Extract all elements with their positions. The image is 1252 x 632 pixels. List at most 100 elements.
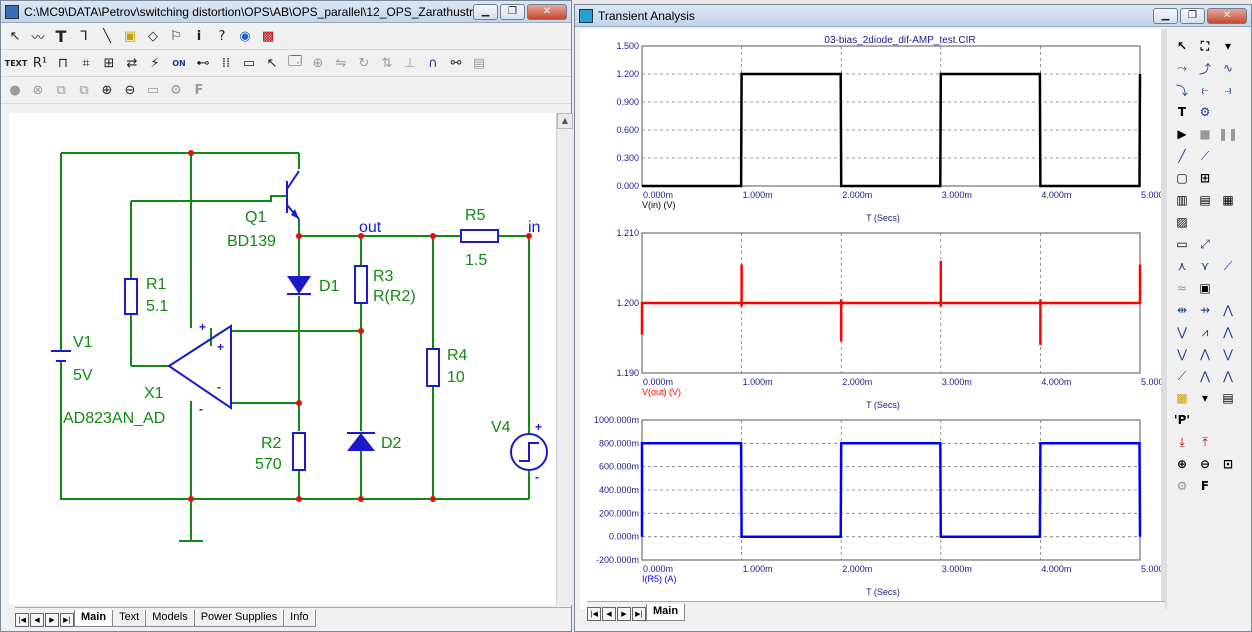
list-icon[interactable]: ▤ <box>1222 391 1234 405</box>
paste-icon[interactable]: ⧉ <box>79 82 89 98</box>
next-point-icon[interactable]: ⇹ <box>1176 303 1188 317</box>
properties-icon[interactable]: 🗔 <box>287 54 303 69</box>
wire-tool-icon[interactable]: 〰 <box>31 30 45 46</box>
border-icon[interactable]: ▭ <box>242 55 256 71</box>
cursor-right-icon[interactable]: ⤒ <box>1202 434 1208 449</box>
find-icon[interactable]: ∩ <box>428 55 438 71</box>
fine-grid-icon[interactable]: ▦ <box>1222 193 1234 207</box>
maximize-button[interactable]: ❐ <box>500 3 525 20</box>
analysis-tab-first-icon[interactable]: |◀ <box>587 607 601 621</box>
inflection-icon[interactable]: ⋁ <box>1177 347 1187 361</box>
bottom-icon[interactable]: ⋀ <box>1200 369 1210 383</box>
attribute-icon[interactable]: R¹ <box>32 55 48 71</box>
top-icon[interactable]: ⟋ <box>1177 368 1187 383</box>
analysis-minimize-button[interactable]: ▁ <box>1153 7 1178 24</box>
pointer-icon[interactable]: ↖ <box>266 55 278 71</box>
analysis-maximize-button[interactable]: ❐ <box>1180 7 1205 24</box>
mirror-icon[interactable]: ⇋ <box>335 55 347 71</box>
line-tool-icon[interactable]: ╱ <box>1178 149 1186 163</box>
zoom-out-icon[interactable]: ⊖ <box>124 82 136 98</box>
palette-dropdown-icon[interactable]: ▾ <box>1201 391 1209 405</box>
flag-icon[interactable]: ⚐ <box>170 28 182 44</box>
copy-icon[interactable]: ⧉ <box>56 82 66 98</box>
tab-info[interactable]: Info <box>283 610 316 627</box>
binoculars-icon[interactable]: ⚯ <box>450 55 462 71</box>
rotate-icon[interactable]: ↻ <box>358 55 370 71</box>
pin-icon[interactable]: ⊓ <box>57 55 69 71</box>
major-grid-icon[interactable]: ▤ <box>1199 193 1211 207</box>
settings-right-icon[interactable]: ⚙ <box>1176 479 1188 493</box>
curve-tool-4-icon[interactable]: ⤵ <box>1175 83 1188 98</box>
text-toggle-icon[interactable]: TEXT <box>4 58 28 68</box>
peak-right-icon[interactable]: ⋀ <box>1223 303 1233 317</box>
info-icon[interactable]: i <box>196 28 202 44</box>
tab-power-supplies[interactable]: Power Supplies <box>193 610 285 627</box>
select-mode-icon[interactable]: ↖ <box>1176 39 1188 53</box>
high-icon[interactable]: ⋀ <box>1223 325 1233 339</box>
ortho-wire-icon[interactable]: ⅂ <box>80 28 88 44</box>
stop-icon[interactable]: ● <box>9 82 21 98</box>
grid-icon[interactable]: ⁞⁞ <box>221 55 231 71</box>
global-low-icon[interactable]: ⋁ <box>1223 347 1233 361</box>
cursor-left-icon[interactable]: ⤓ <box>1179 434 1185 449</box>
properties-right-icon[interactable]: ⚙ <box>1199 105 1211 119</box>
step-icon[interactable]: ⊥ <box>404 55 416 71</box>
pin-connection-icon[interactable]: ⊷ <box>196 55 210 71</box>
tracker-icon[interactable]: ⤢ <box>1200 236 1210 251</box>
run-icon[interactable]: ▶ <box>1177 127 1187 141</box>
dropdown-icon[interactable]: ▾ <box>1224 39 1232 53</box>
font-icon[interactable]: F <box>194 82 204 98</box>
close-button[interactable]: ✕ <box>527 3 567 20</box>
current-flow-icon[interactable]: ⇄ <box>126 55 138 71</box>
separate-plots-icon[interactable]: ▭ <box>1176 237 1188 251</box>
power-flow-icon[interactable]: ⚡ <box>150 55 160 71</box>
text-tool-right-icon[interactable]: T <box>1177 105 1187 119</box>
node-select-icon[interactable]: ⛶ <box>1200 38 1210 53</box>
analysis-tab-prev-icon[interactable]: ◀ <box>602 607 616 621</box>
tab-next-icon[interactable]: ▶ <box>45 613 59 627</box>
line-tool-2-icon[interactable]: ⟋ <box>1200 148 1210 163</box>
grid-text-icon[interactable]: ⌗ <box>82 55 90 71</box>
probe-icon[interactable]: ▩ <box>261 28 275 44</box>
zoom-in-right-icon[interactable]: ⊕ <box>1176 457 1188 471</box>
diagonal-wire-icon[interactable]: ╲ <box>103 28 111 44</box>
pause-icon[interactable]: ❚❚ <box>1217 127 1239 141</box>
scale-icon[interactable]: ▣ <box>1199 281 1211 295</box>
curve-tool-5-icon[interactable]: ⥼ <box>1201 82 1209 97</box>
analysis-titlebar[interactable]: Transient Analysis ▁ ❐ ✕ <box>575 5 1251 27</box>
analysis-tab-main[interactable]: Main <box>646 604 686 621</box>
on-toggle-icon[interactable]: ON <box>172 58 186 68</box>
waveform-icon[interactable]: ≈ <box>1176 281 1188 295</box>
shape-tool-icon[interactable]: ◇ <box>148 28 158 44</box>
component-tool-icon[interactable]: ▣ <box>123 28 137 44</box>
analysis-close-button[interactable]: ✕ <box>1207 7 1247 24</box>
curve-tool-6-icon[interactable]: ⥽ <box>1224 82 1232 97</box>
settings-icon[interactable]: ⚙ <box>170 82 182 98</box>
schematic-canvas[interactable]: V1 5V R1 5.1 X1 AD823AN_AD Q1 BD139 D1 R… <box>9 113 556 605</box>
text-tool-icon[interactable]: T <box>55 26 67 46</box>
analysis-tab-last-icon[interactable]: ▶| <box>632 607 646 621</box>
slope-icon[interactable]: ⟋ <box>1223 258 1233 273</box>
tab-main[interactable]: Main <box>74 610 114 627</box>
schematic-vscrollbar[interactable]: ▲ <box>556 113 573 605</box>
frame-icon[interactable]: ▢ <box>1176 171 1188 185</box>
folder-icon[interactable]: ▭ <box>146 82 160 98</box>
tab-prev-icon[interactable]: ◀ <box>30 613 44 627</box>
align-icon[interactable]: ⊕ <box>312 55 324 71</box>
tab-first-icon[interactable]: |◀ <box>15 613 29 627</box>
next-interp-icon[interactable]: ⇸ <box>1199 303 1211 317</box>
globe-icon[interactable]: ◉ <box>239 28 251 44</box>
plot-vscrollbar[interactable] <box>1161 29 1167 609</box>
tab-models[interactable]: Models <box>145 610 195 627</box>
schematic-titlebar[interactable]: C:\MC9\DATA\Petrov\switching distortion\… <box>1 1 571 23</box>
period-icon[interactable]: ⋀ <box>1223 369 1233 383</box>
peak-icon[interactable]: ⋏ <box>1177 259 1187 273</box>
flip-icon[interactable]: ⇅ <box>381 55 393 71</box>
clipboard-icon[interactable]: ▤ <box>472 55 486 71</box>
minimize-button[interactable]: ▁ <box>473 3 498 20</box>
analysis-tab-next-icon[interactable]: ▶ <box>617 607 631 621</box>
label-p-icon[interactable]: 'P' <box>1173 413 1191 427</box>
stop-run-icon[interactable]: ■ <box>1199 127 1211 141</box>
tab-text[interactable]: Text <box>112 610 147 627</box>
